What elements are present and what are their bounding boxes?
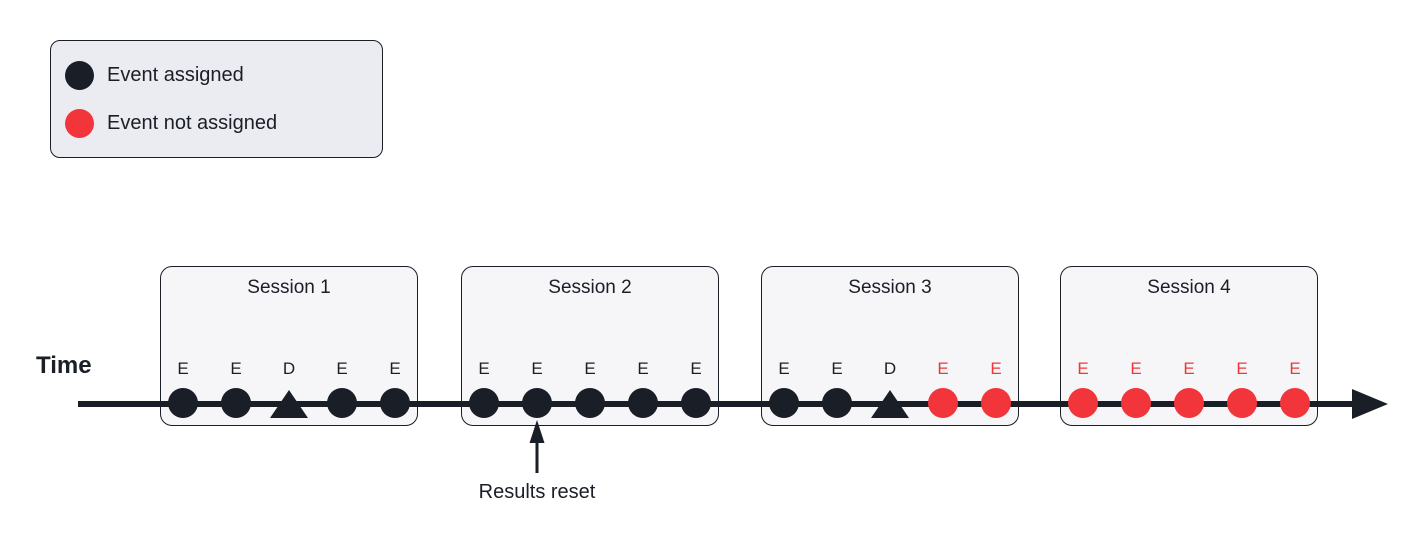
results-reset-label: Results reset [478, 481, 596, 503]
timeline-arrow [78, 389, 1388, 419]
timeline-arrowhead-icon [1352, 389, 1388, 419]
session-title: Session 4 [1147, 277, 1231, 298]
time-axis-label: Time [36, 352, 92, 379]
results-reset-arrow [529, 420, 545, 473]
results-reset-arrowhead-icon [529, 420, 545, 443]
assigned-dot-icon [65, 60, 94, 90]
legend-item-not-assigned: Event not assigned [65, 105, 368, 141]
not-assigned-dot-icon [65, 108, 94, 138]
legend-item-assigned: Event assigned [65, 57, 368, 93]
legend: Event assigned Event not assigned [50, 40, 383, 158]
legend-item-label: Event not assigned [107, 112, 278, 134]
session-title: Session 3 [848, 277, 932, 298]
session-title: Session 2 [548, 277, 632, 298]
legend-item-label: Event assigned [107, 64, 244, 86]
session-box-1: Session 1 [160, 266, 418, 426]
session-title: Session 1 [247, 277, 331, 298]
